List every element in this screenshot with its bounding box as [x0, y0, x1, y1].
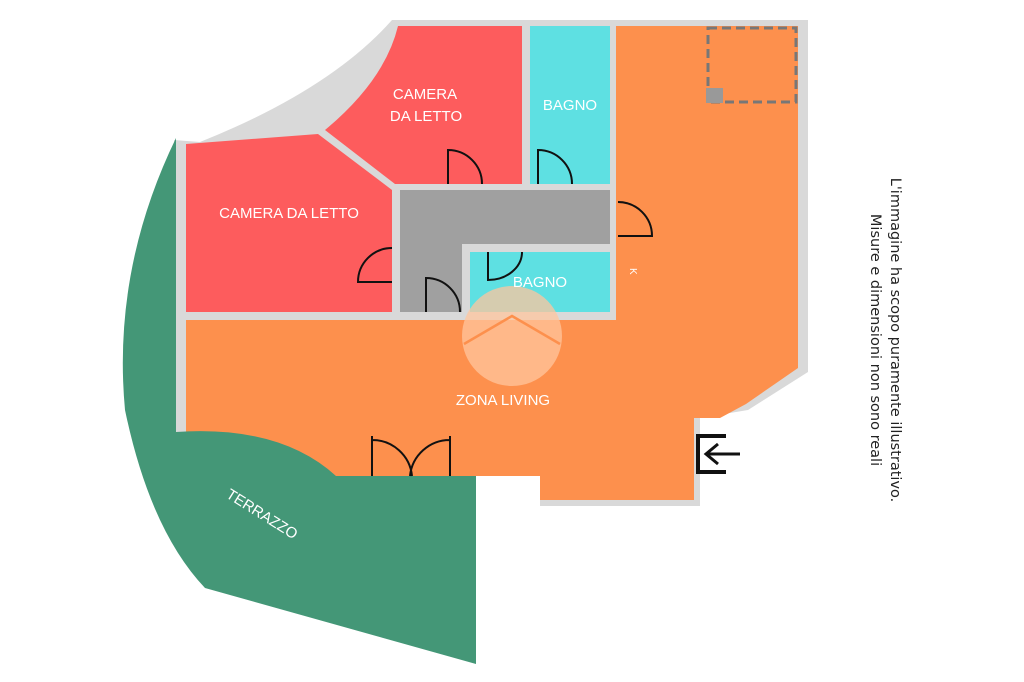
disclaimer-line1: L'immagine ha scopo puramente illustrati… [887, 178, 903, 503]
bathroom-small-label: BAGNO [513, 274, 567, 291]
living-area [186, 26, 798, 500]
bedroom-top [325, 26, 522, 184]
bedroom-top-label-line2: DA LETTO [390, 108, 462, 125]
stairs-icon [706, 26, 798, 104]
doors [356, 148, 654, 477]
kitchen-marker: K [627, 268, 638, 275]
bathroom-top-label: BAGNO [543, 97, 597, 114]
living-label: ZONA LIVING [456, 392, 550, 409]
compass-icon [462, 286, 562, 386]
bedroom-top-label-line1: CAMERA [393, 86, 457, 103]
terrace [122, 138, 477, 664]
disclaimer-line2: Misure e dimensioni non sono reali [867, 214, 883, 466]
entrance-arrow-icon [696, 434, 740, 474]
disclaimer: L'immagine ha scopo puramente illustrati… [867, 178, 903, 503]
bedroom-left [186, 134, 392, 312]
bathroom-top [530, 26, 610, 184]
hallway [400, 190, 610, 312]
bedroom-left-label: CAMERA DA LETTO [219, 205, 359, 222]
